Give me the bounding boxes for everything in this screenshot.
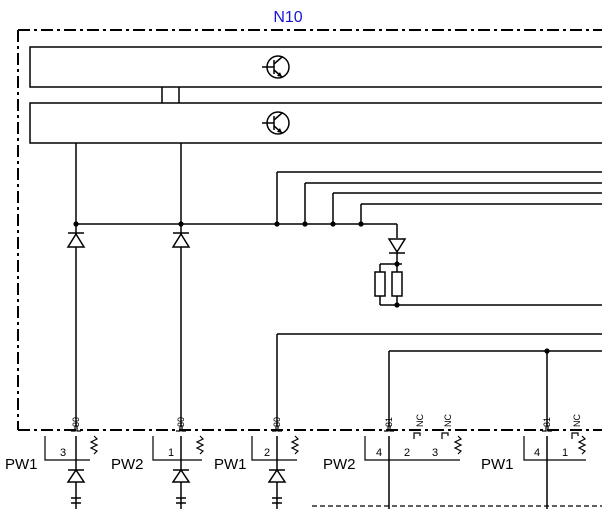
pin-label: 31 (542, 417, 552, 427)
wire-pin31-a (388, 350, 602, 426)
pin-label: 30 (272, 417, 282, 427)
module-boundary (17, 29, 602, 431)
ground-icon (267, 468, 287, 504)
control-block-lower (29, 102, 602, 144)
connector-name: PW1 (214, 456, 247, 473)
block-link (161, 87, 180, 103)
external-wires (75, 436, 548, 509)
feed-lines (276, 171, 602, 224)
ground-icon (66, 468, 86, 504)
module-title: N10 (273, 9, 302, 26)
connector-name: PW2 (111, 456, 144, 473)
connector-name: PW1 (5, 456, 38, 473)
connector-pin: 4 (376, 447, 382, 459)
diode-icon (387, 238, 407, 254)
pin-label-nc: NC (443, 414, 453, 427)
pin-label: 30 (176, 417, 186, 427)
connector-pin: 4 (534, 447, 540, 459)
connector-housing (44, 436, 586, 461)
pin-label-nc: NC (415, 414, 425, 427)
connector-pin: 1 (168, 447, 174, 459)
ground-icon (171, 468, 191, 504)
control-block-upper (29, 46, 602, 88)
resistor-icon (374, 253, 602, 306)
transistor-icon (262, 111, 290, 135)
connector-pin: 2 (264, 447, 270, 459)
connector-name: PW2 (323, 456, 356, 473)
pin-label: 31 (384, 417, 394, 427)
connector-pin: 3 (432, 447, 438, 459)
connector-pin: 3 (60, 447, 66, 459)
connector-pin: 2 (404, 447, 410, 459)
wire-pin30-c (276, 333, 602, 426)
transistor-icon (262, 55, 290, 79)
diode-icon (66, 232, 86, 248)
diode-bus (76, 223, 398, 238)
connector-pin: 1 (562, 447, 568, 459)
pin-label-nc: NC (572, 414, 582, 427)
pin-label: 30 (71, 417, 81, 427)
spring-icon (89, 435, 587, 455)
crimp-terminal-icon (71, 425, 579, 439)
diode-icon (171, 232, 191, 248)
connector-name: PW1 (481, 456, 514, 473)
